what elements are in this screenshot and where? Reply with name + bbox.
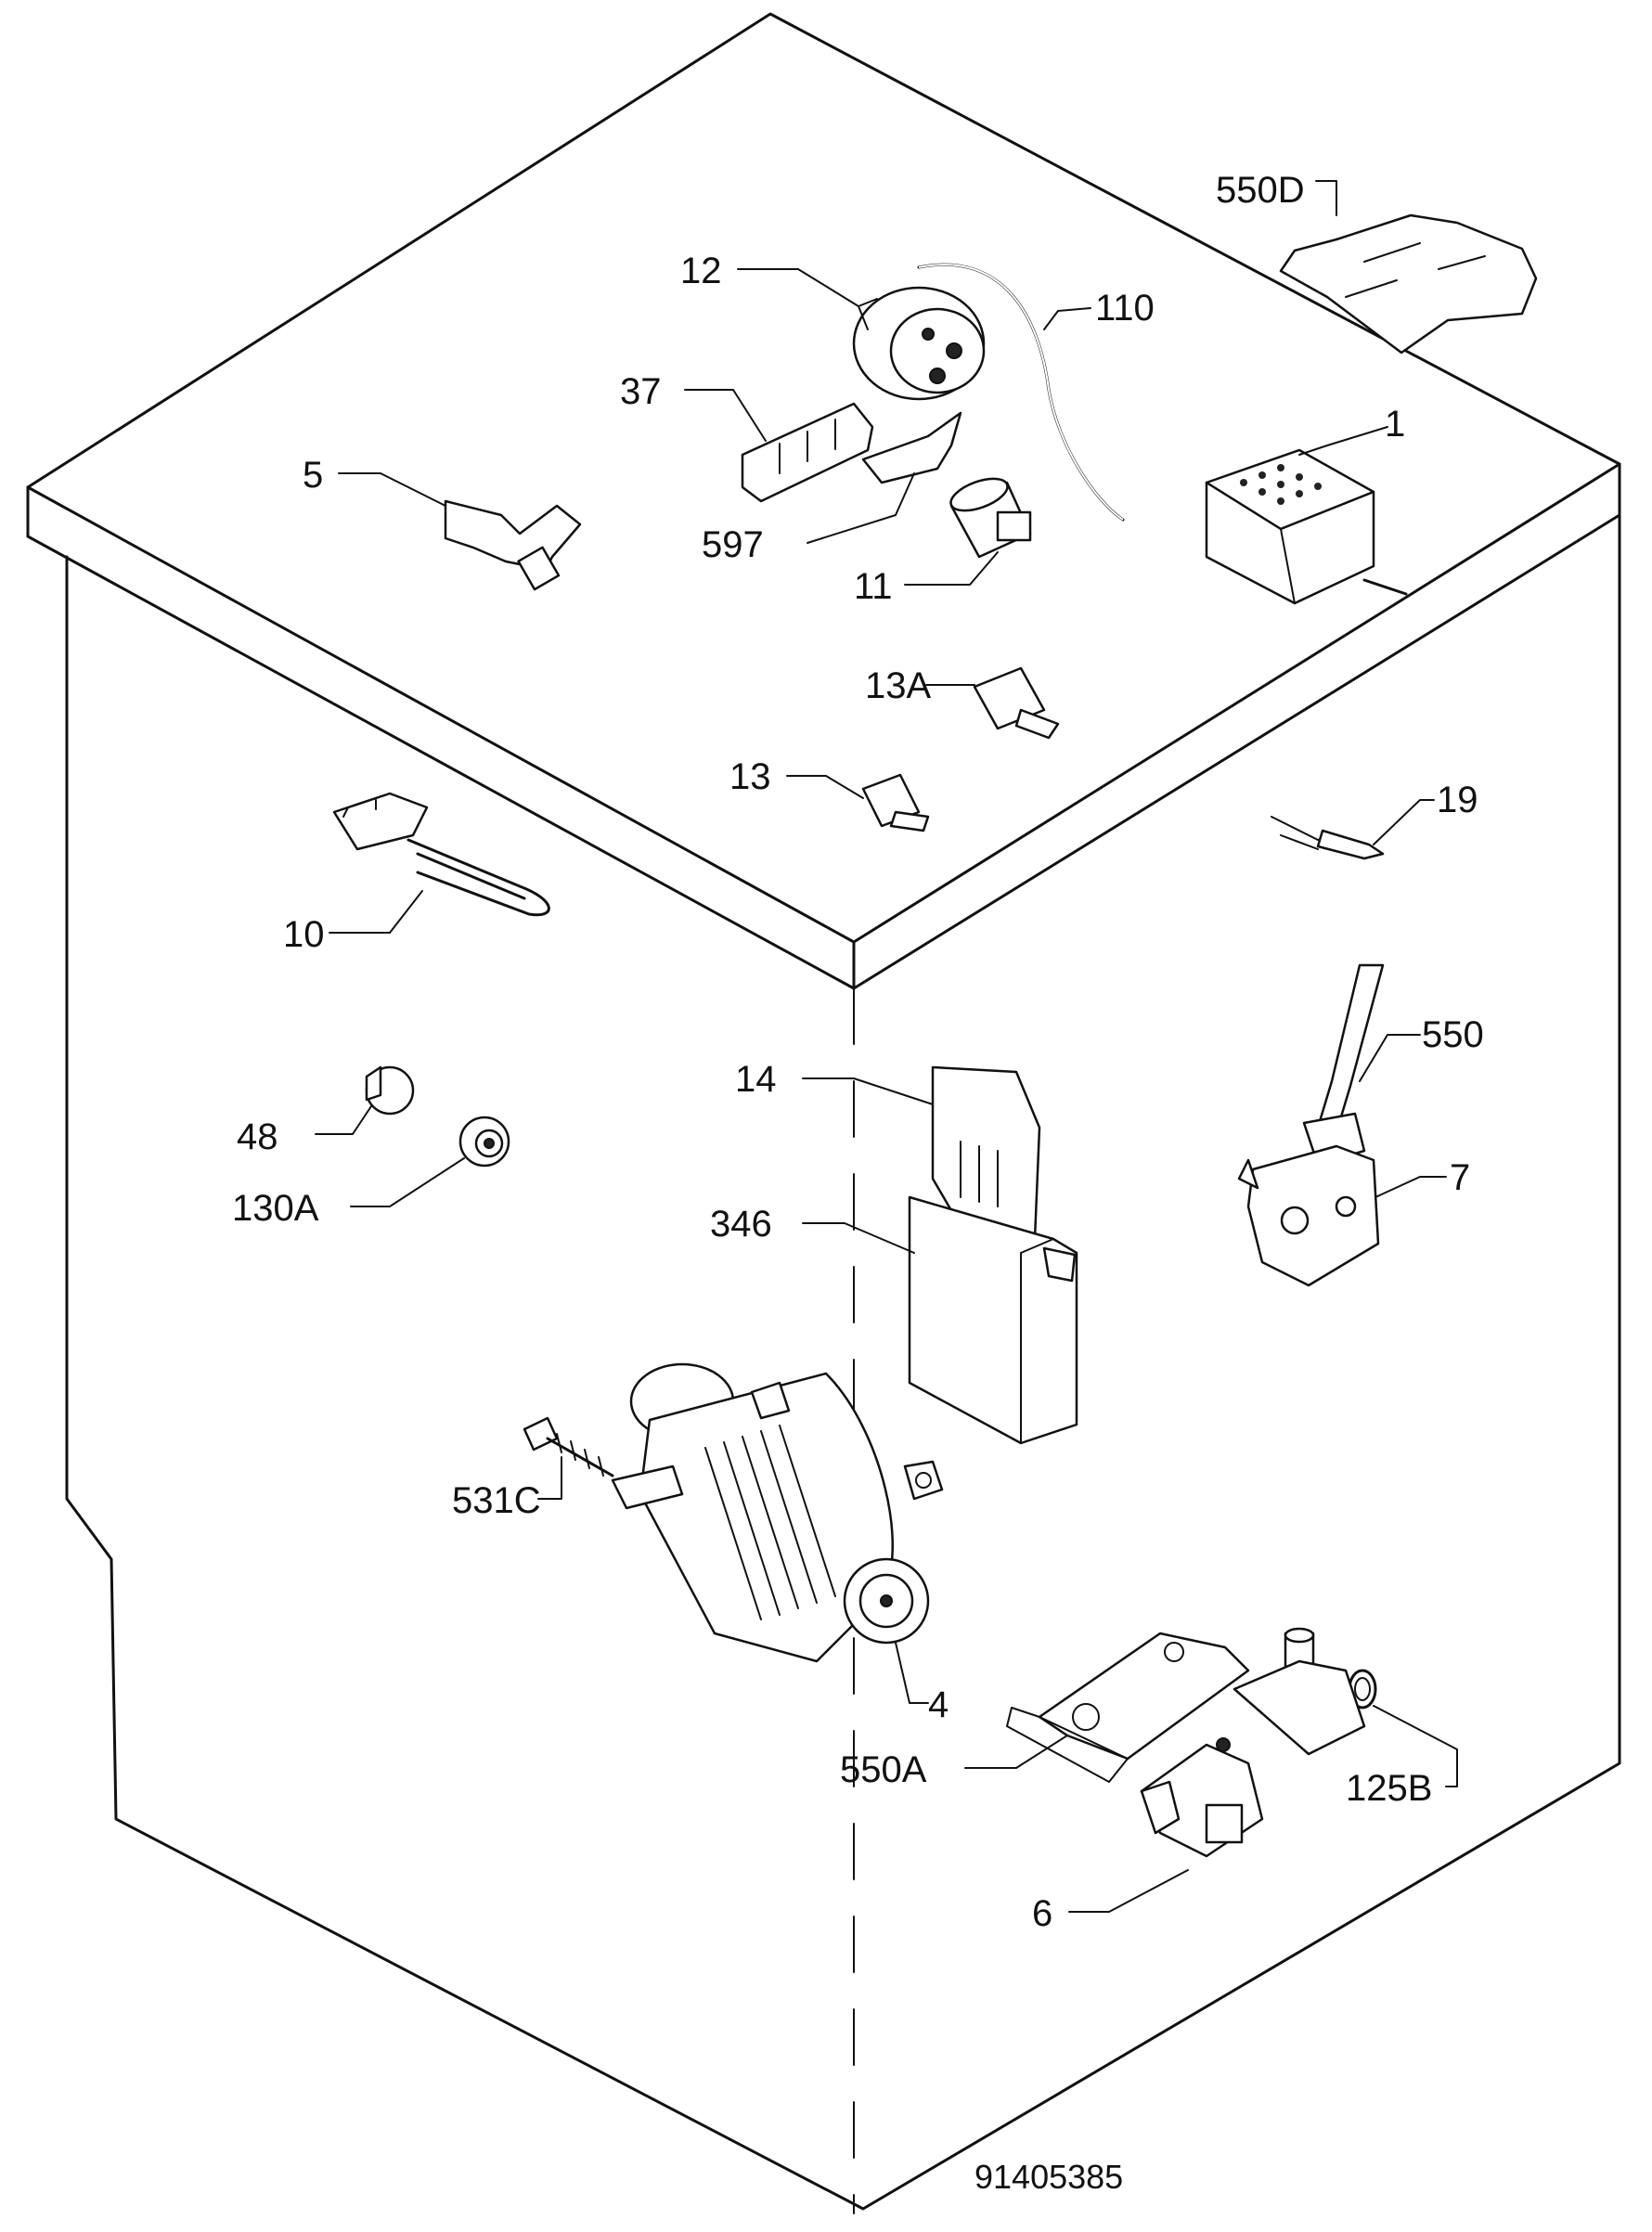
part-531C-screw bbox=[523, 1416, 614, 1477]
part-7-door-interlock bbox=[1237, 1144, 1380, 1287]
part-labels: 550D 12 110 37 5 597 1 11 13A 13 19 10 5… bbox=[232, 170, 1484, 1934]
part-1-programmer bbox=[1205, 448, 1408, 605]
part-550-lever bbox=[1302, 963, 1385, 1167]
part-12-pressure-switch bbox=[852, 286, 986, 401]
label-5: 5 bbox=[303, 455, 323, 496]
label-110: 110 bbox=[1095, 288, 1155, 329]
part-5-inlet-valve bbox=[444, 499, 582, 591]
label-48: 48 bbox=[237, 1116, 278, 1157]
label-597: 597 bbox=[702, 524, 764, 565]
part-10-heating-element bbox=[332, 792, 550, 917]
label-13A: 13A bbox=[865, 665, 931, 706]
part-550D-cover-plate bbox=[1279, 213, 1538, 355]
part-19-thermistor bbox=[1271, 816, 1385, 860]
label-550: 550 bbox=[1422, 1014, 1484, 1055]
label-130A: 130A bbox=[232, 1188, 319, 1229]
label-531C: 531C bbox=[452, 1480, 541, 1521]
part-346-dispenser bbox=[908, 1195, 1078, 1445]
part-597-bracket bbox=[861, 411, 962, 484]
part-130A-knob-cap bbox=[458, 1116, 510, 1168]
label-13: 13 bbox=[729, 756, 771, 797]
label-11: 11 bbox=[854, 566, 893, 607]
label-6: 6 bbox=[1032, 1893, 1052, 1934]
part-11-capacitor bbox=[949, 477, 1032, 559]
part-13A-connector bbox=[973, 666, 1060, 740]
part-14-drawer-handle bbox=[931, 1065, 1041, 1241]
label-4: 4 bbox=[928, 1684, 949, 1725]
label-7: 7 bbox=[1450, 1157, 1470, 1198]
label-19: 19 bbox=[1437, 780, 1478, 820]
part-110-hose bbox=[917, 263, 1125, 522]
leader-lines bbox=[315, 180, 1458, 1913]
label-1: 1 bbox=[1385, 404, 1405, 445]
label-12: 12 bbox=[680, 251, 722, 291]
label-346: 346 bbox=[710, 1204, 772, 1245]
label-550D: 550D bbox=[1216, 170, 1305, 211]
part-4-motor bbox=[611, 1362, 944, 1663]
part-6-drain-pump bbox=[1140, 1627, 1366, 1858]
document-number: 91405385 bbox=[974, 2158, 1123, 2196]
part-37-terminal-block bbox=[741, 402, 874, 503]
label-10: 10 bbox=[283, 914, 325, 955]
cabinet-outline bbox=[26, 12, 1621, 2214]
label-125B: 125B bbox=[1346, 1768, 1432, 1809]
part-48-knob bbox=[365, 1065, 415, 1116]
label-37: 37 bbox=[620, 371, 662, 412]
part-13-connector bbox=[861, 773, 930, 832]
label-14: 14 bbox=[735, 1059, 777, 1100]
label-550A: 550A bbox=[840, 1749, 927, 1790]
